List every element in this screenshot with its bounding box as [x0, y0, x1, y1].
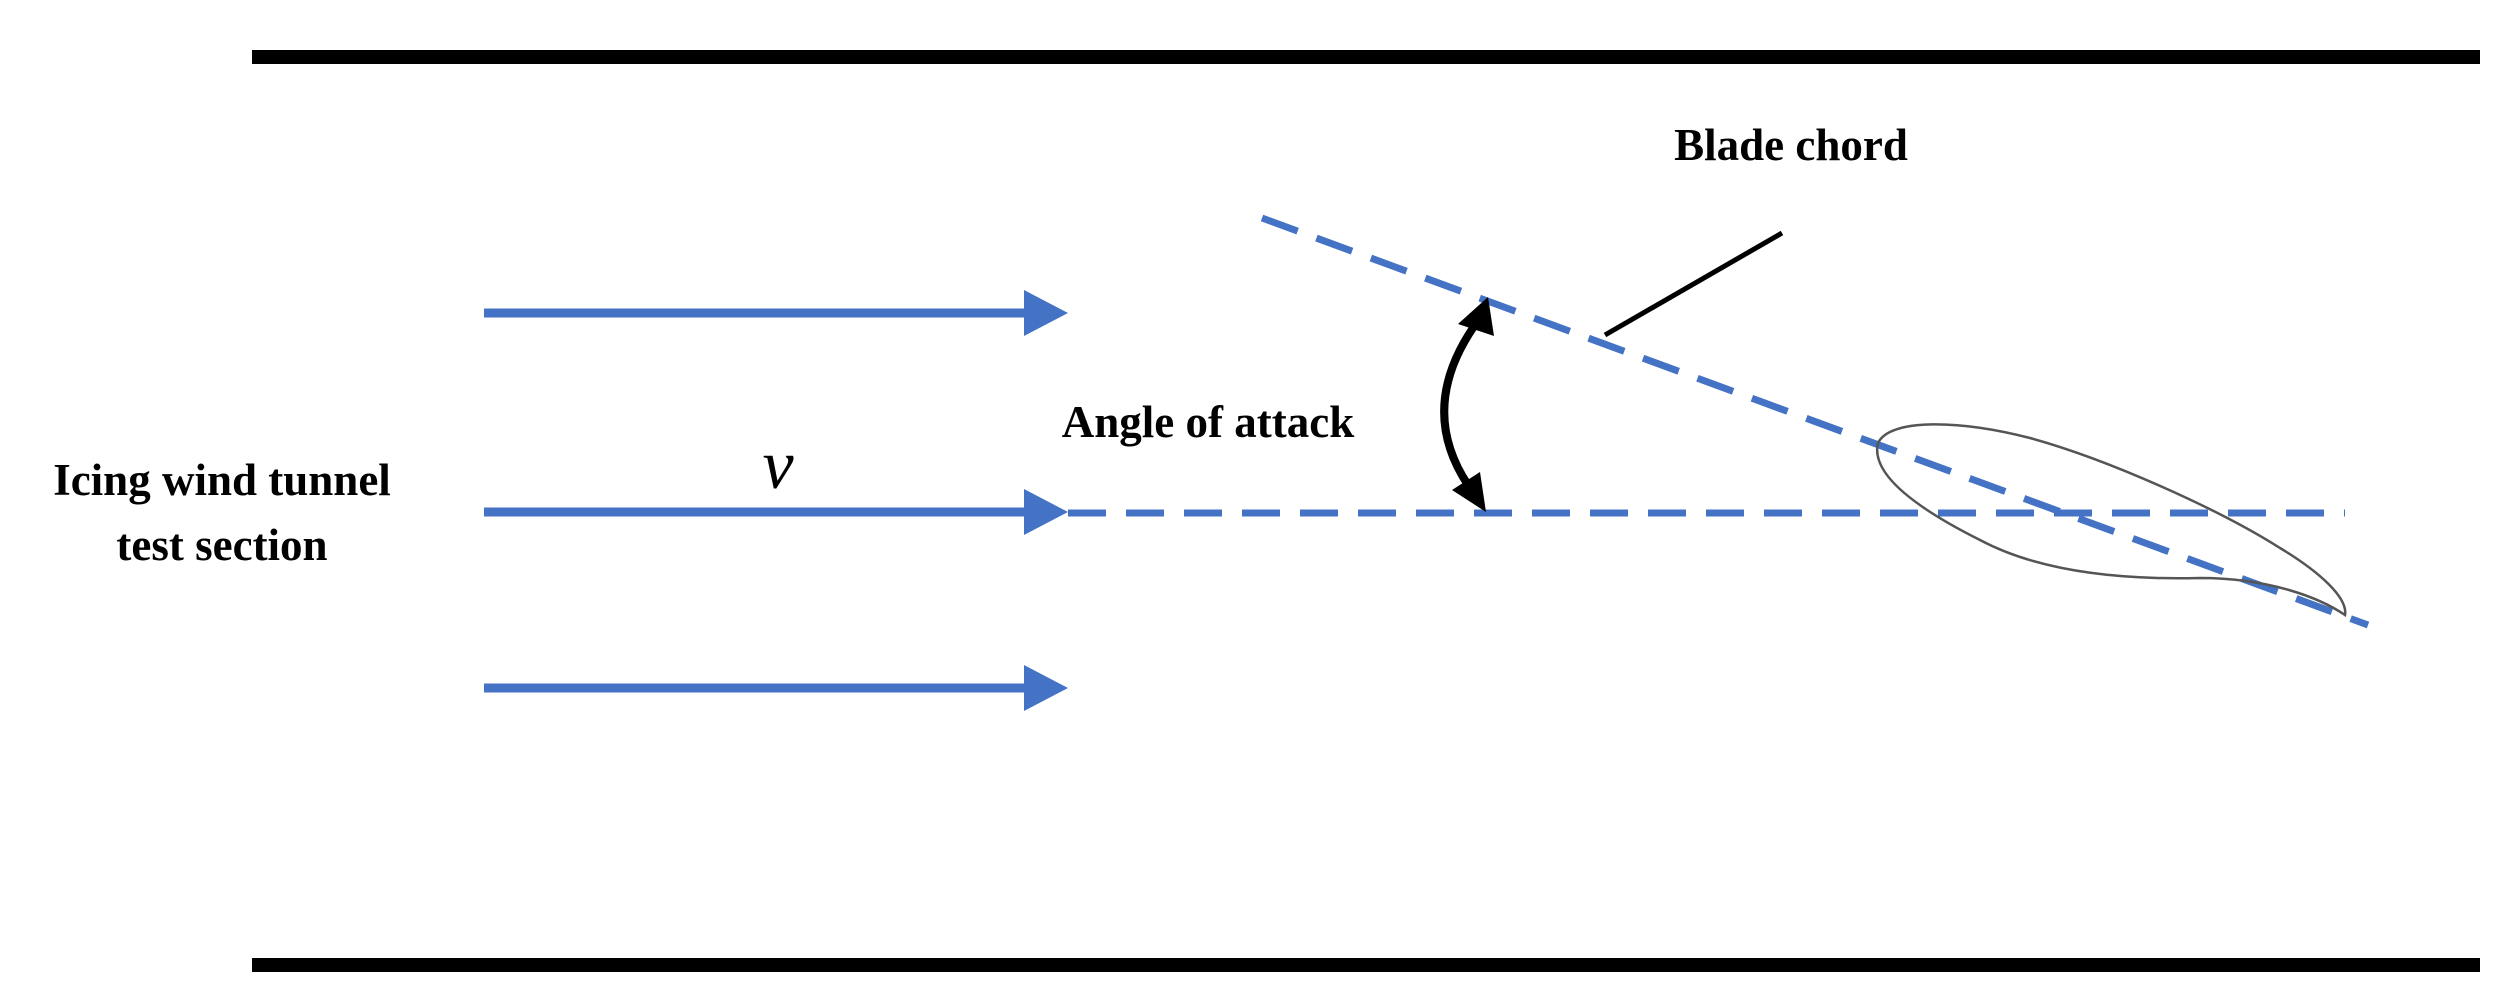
- chord-dashed-line: [1260, 214, 2370, 629]
- section-label-line1: Icing wind tunnel: [53, 455, 391, 505]
- flow-arrow-middle: [484, 489, 1068, 535]
- section-label-line2: test section: [116, 520, 327, 570]
- flow-arrow-bottom: [484, 665, 1068, 711]
- velocity-label: v: [762, 427, 794, 504]
- angle-of-attack-label: Angle of attack: [1062, 397, 1354, 447]
- blade-chord-label: Blade chord: [1674, 120, 1908, 170]
- airfoil-outline: [1875, 423, 2347, 618]
- blade-chord-leader-line: [1603, 230, 1784, 338]
- flow-arrow-top: [484, 290, 1068, 336]
- angle-of-attack-arrow: [1440, 297, 1494, 512]
